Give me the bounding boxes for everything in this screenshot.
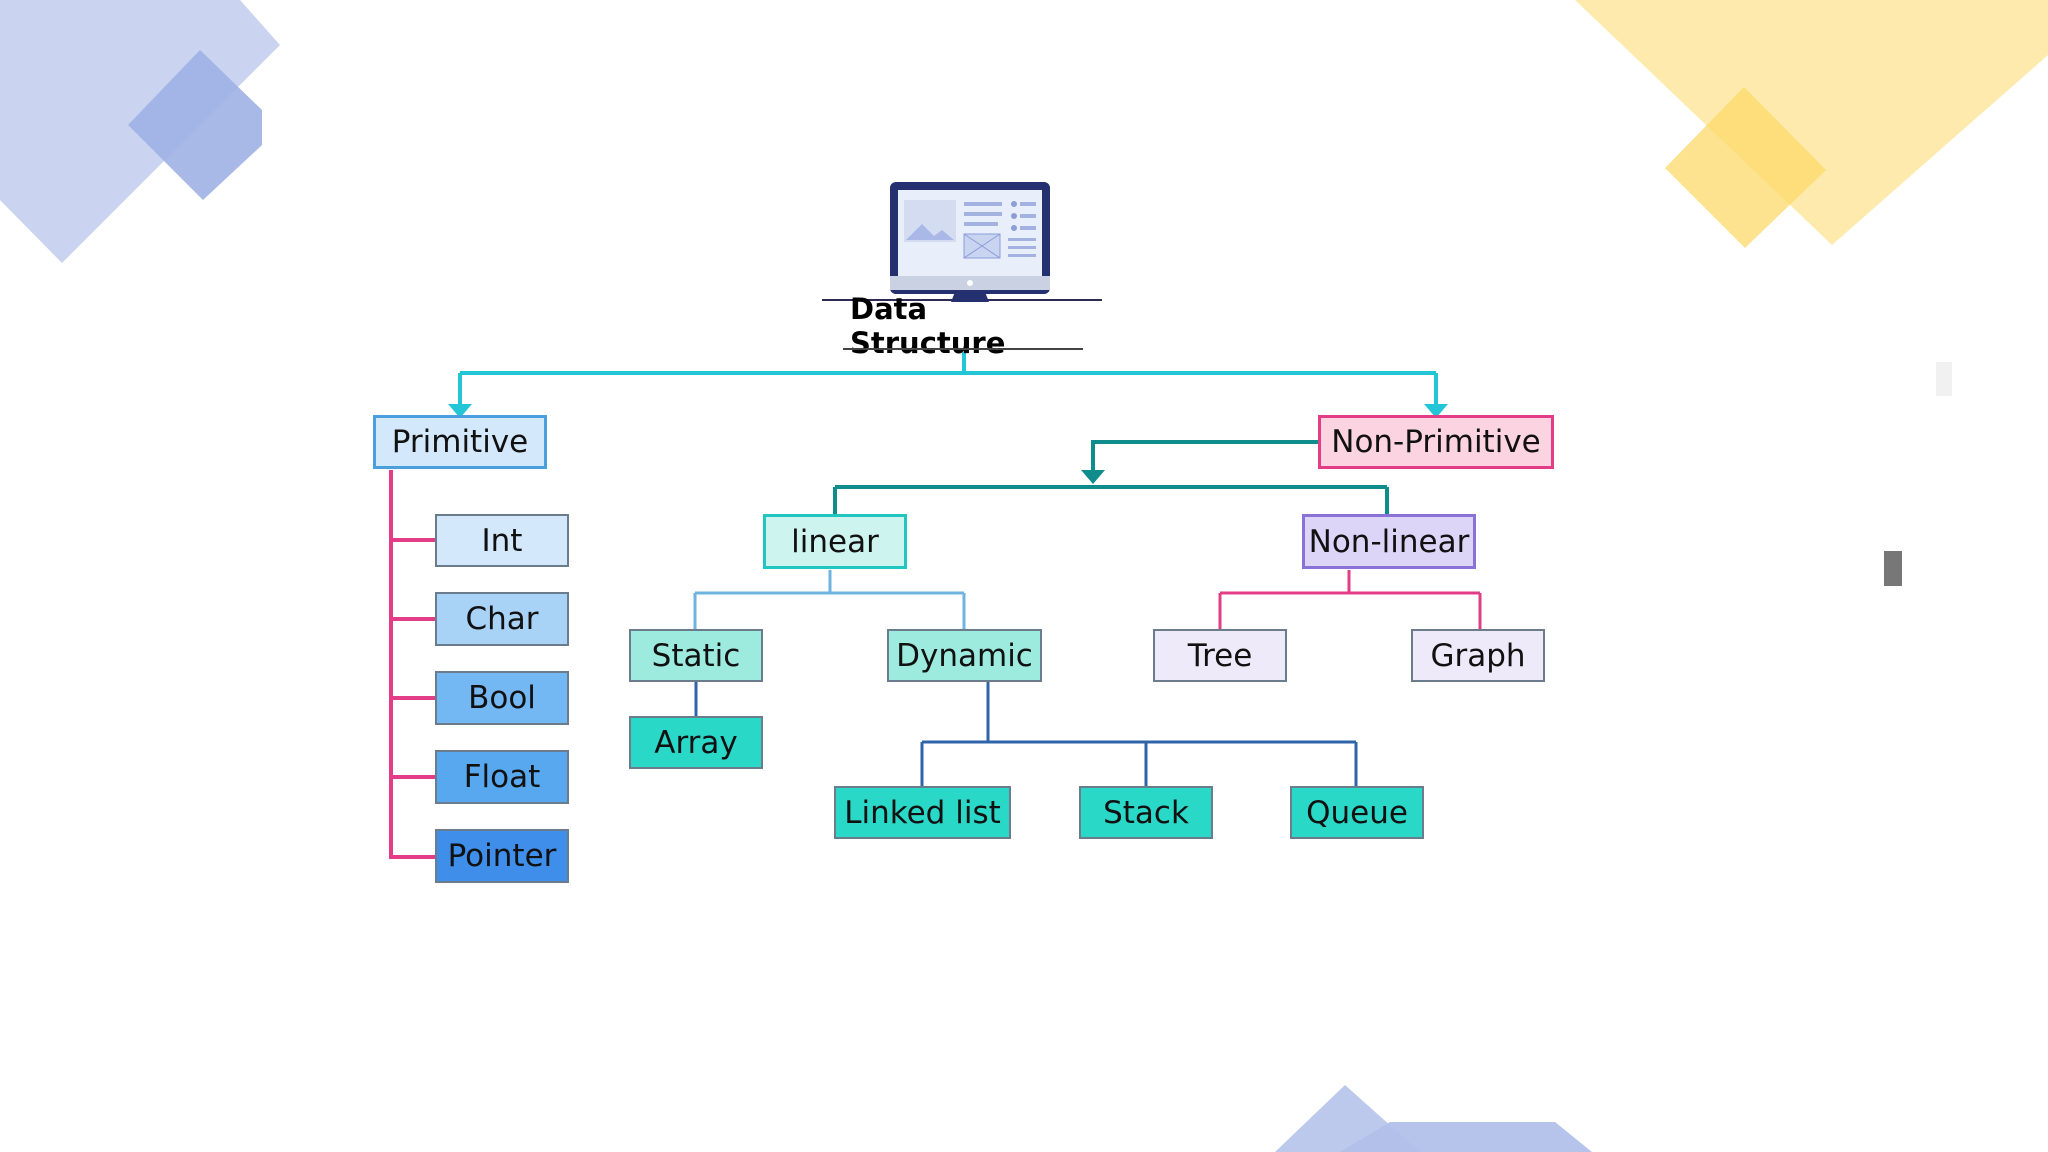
deco-bottom-diamond-right — [1340, 1122, 1592, 1152]
node-int: Int — [435, 514, 569, 567]
root-connector — [458, 352, 1438, 408]
node-queue: Queue — [1290, 786, 1424, 839]
node-char: Char — [435, 592, 569, 646]
node-array: Array — [629, 716, 763, 769]
node-primitive: Primitive — [373, 415, 547, 469]
title-underline — [843, 348, 1083, 350]
node-static: Static — [629, 629, 763, 682]
node-bool: Bool — [435, 671, 569, 725]
monitor-icon — [822, 182, 1102, 302]
non-primitive-connector — [833, 440, 1389, 515]
node-float: Float — [435, 750, 569, 804]
linear-connector — [693, 570, 966, 630]
node-linked-list: Linked list — [834, 786, 1011, 839]
arrow-to-sub-branch — [1081, 470, 1105, 484]
node-non-primitive: Non-Primitive — [1318, 415, 1554, 469]
diagram-title: Data Structure — [850, 292, 1006, 360]
node-pointer: Pointer — [435, 829, 569, 883]
node-graph: Graph — [1411, 629, 1545, 682]
primitive-connector — [389, 470, 437, 859]
arrow-to-non-primitive — [1424, 404, 1448, 418]
node-stack: Stack — [1079, 786, 1213, 839]
deco-yellow-diamond-large — [1575, 0, 2048, 245]
edge-mark-light — [1936, 362, 1952, 396]
node-non-linear: Non-linear — [1302, 514, 1476, 569]
node-dynamic: Dynamic — [887, 629, 1042, 682]
node-tree: Tree — [1153, 629, 1287, 682]
deco-blue-diamond-small — [128, 50, 262, 200]
dynamic-connector — [920, 682, 1358, 786]
non-linear-connector — [1218, 570, 1482, 630]
node-linear: linear — [763, 514, 907, 569]
edge-mark-dark — [1884, 551, 1902, 586]
arrow-to-primitive — [448, 404, 472, 418]
deco-yellow-diamond-small — [1665, 87, 1826, 248]
